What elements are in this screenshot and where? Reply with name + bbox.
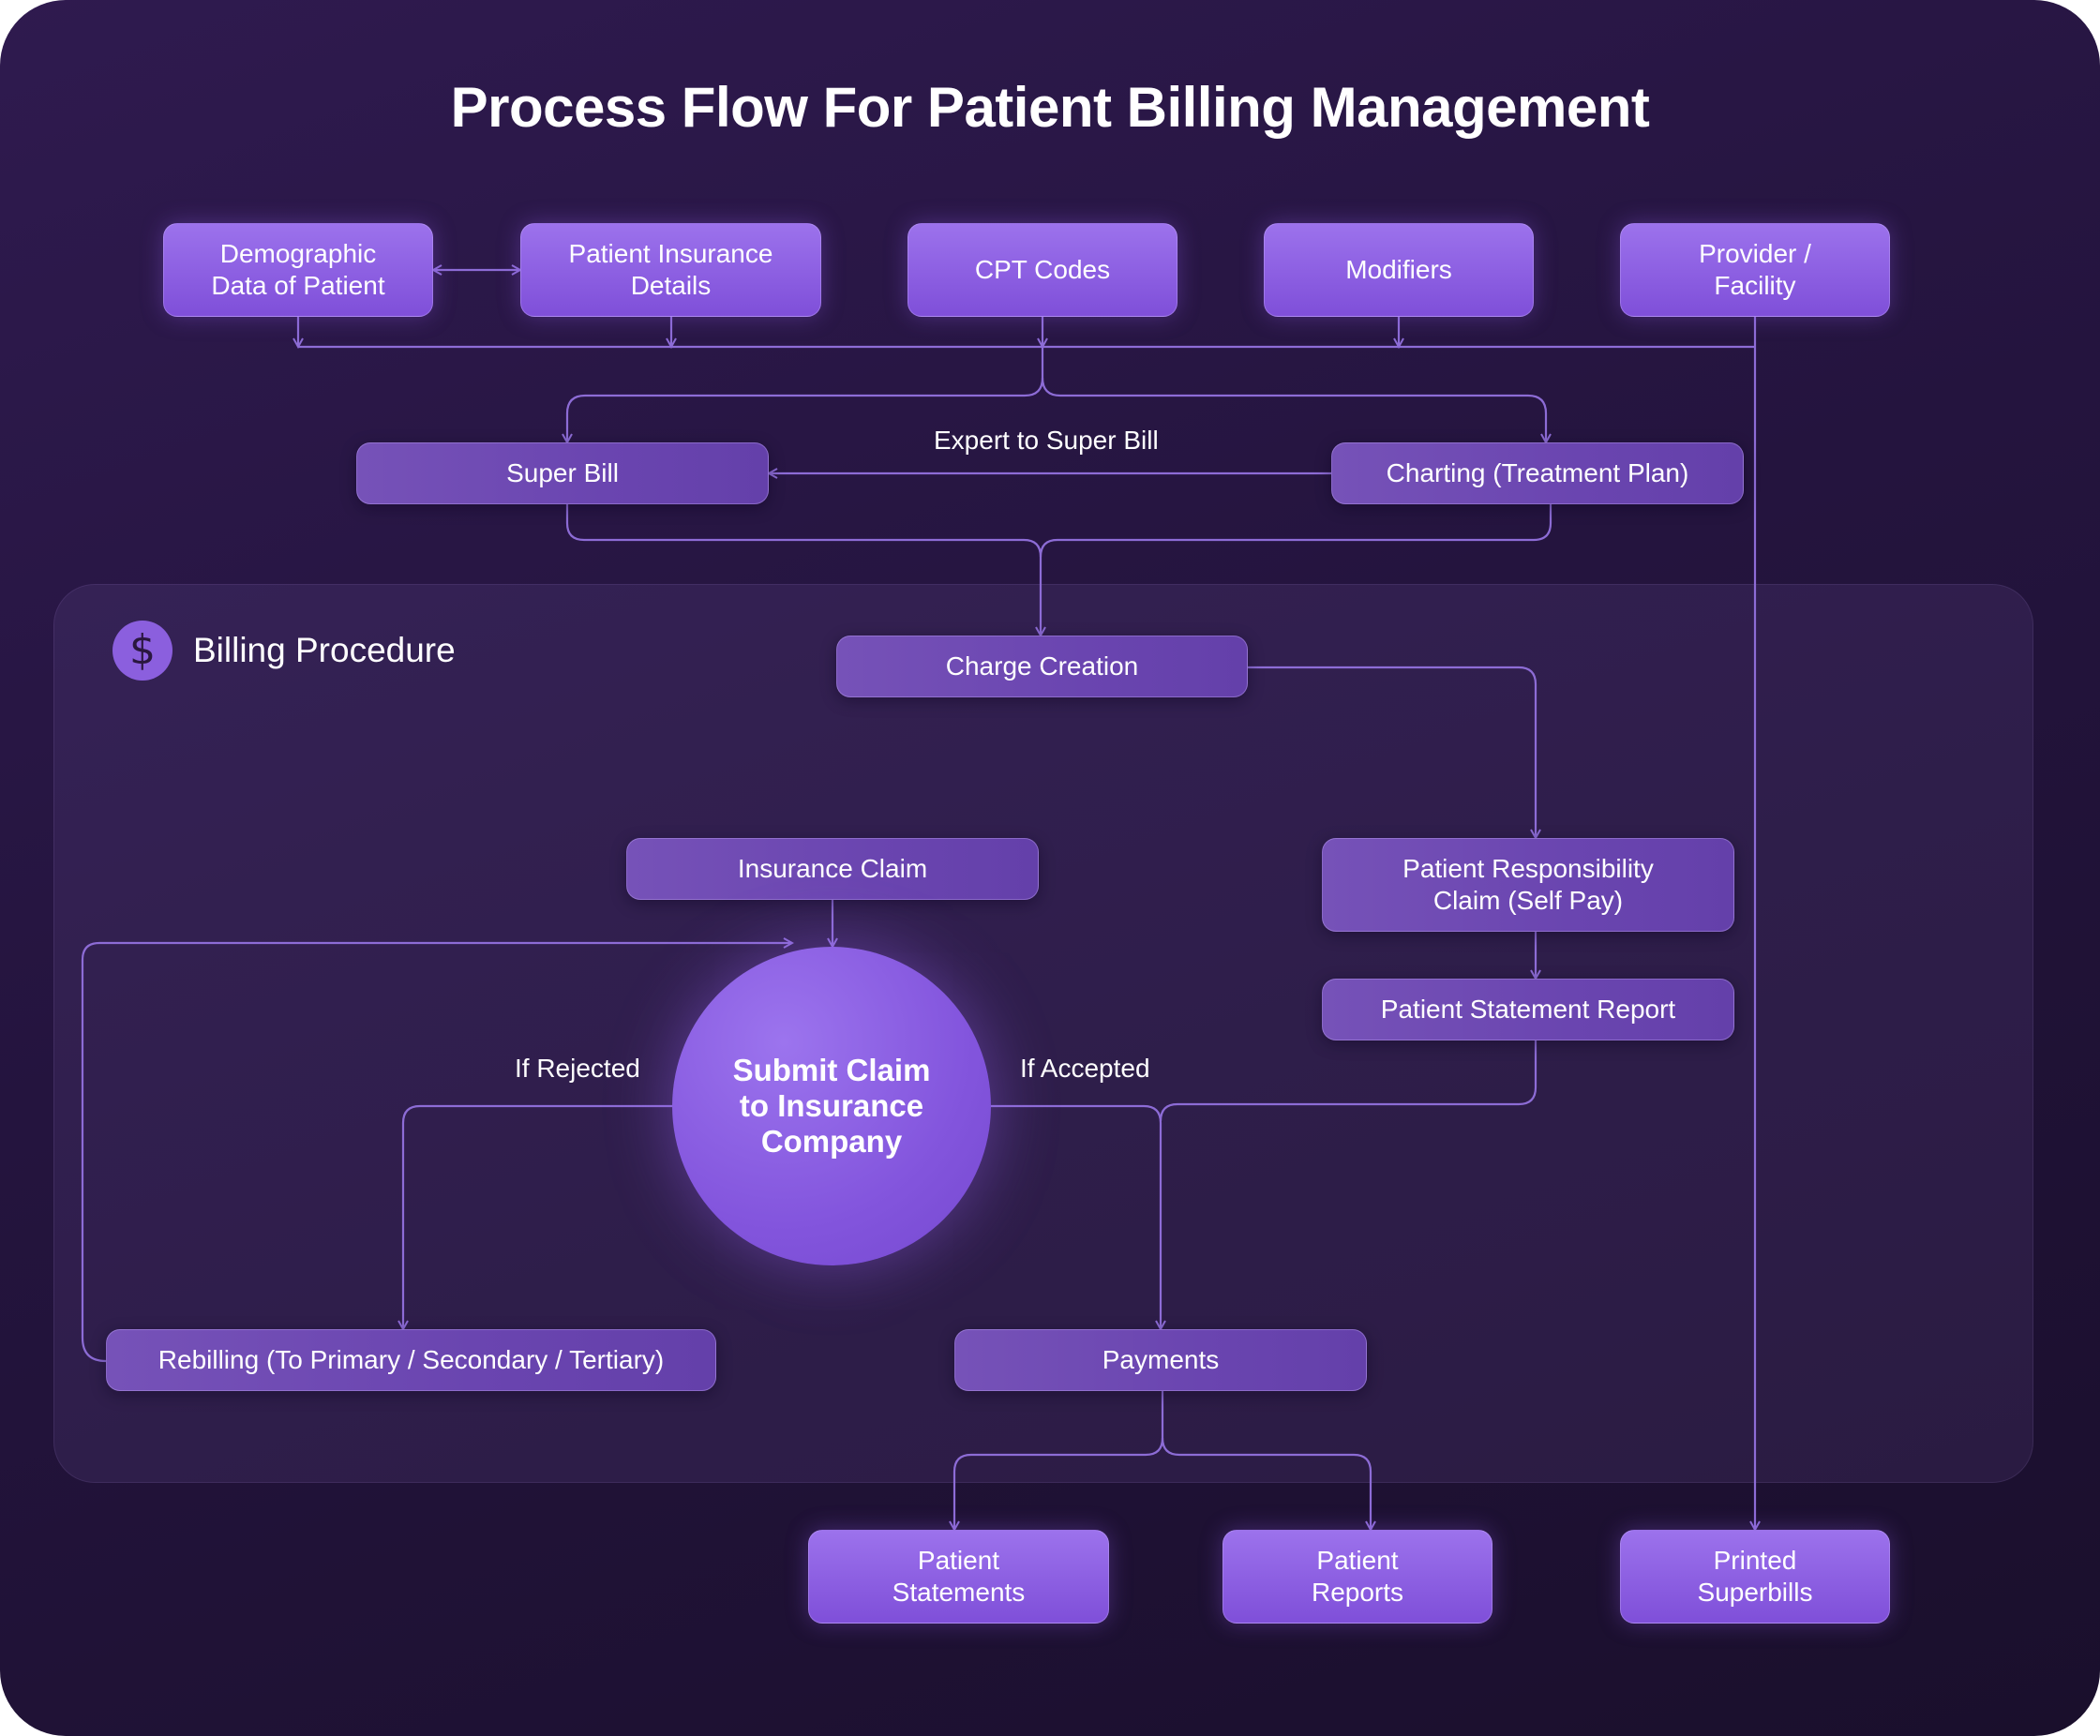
node-payments: Payments [954, 1329, 1367, 1391]
node-rebilling: Rebilling (To Primary / Secondary / Tert… [106, 1329, 716, 1391]
connector-rebilling-loop [81, 943, 792, 1363]
node-provider-facility: Provider /Facility [1620, 223, 1890, 317]
dollar-icon: $ [112, 621, 172, 681]
node-modifiers: Modifiers [1264, 223, 1534, 317]
edge-label-if-rejected: If Rejected [515, 1054, 640, 1083]
connector-bus-to-charting [1041, 377, 1546, 442]
node-charting: Charting (Treatment Plan) [1331, 442, 1744, 504]
edge-label-if-accepted: If Accepted [1020, 1054, 1150, 1083]
node-cpt-codes: CPT Codes [908, 223, 1178, 317]
node-charge-creation: Charge Creation [836, 636, 1248, 697]
connector-charting-merge [1039, 504, 1552, 558]
connector-payments-split [954, 1391, 1164, 1530]
diagram-title: Process Flow For Patient Billing Managem… [450, 76, 1650, 139]
connector-payments-to-reports [1161, 1437, 1371, 1530]
connector-accepted [991, 1104, 1161, 1329]
connector-super-bill-merge [565, 504, 1041, 636]
edge-label-expert-to-super-bill: Expert to Super Bill [934, 426, 1159, 455]
connector-rejected [403, 1104, 672, 1329]
node-insurance-claim: Insurance Claim [626, 838, 1039, 900]
connector-bus-to-super-bill [567, 347, 1044, 442]
connector-statement-to-payments [1159, 1040, 1538, 1122]
node-super-bill: Super Bill [356, 442, 769, 504]
connector-charge-to-responsibility [1248, 666, 1536, 838]
billing-procedure-label: Billing Procedure [193, 631, 456, 669]
node-patient-statement-report: Patient Statement Report [1322, 979, 1734, 1040]
